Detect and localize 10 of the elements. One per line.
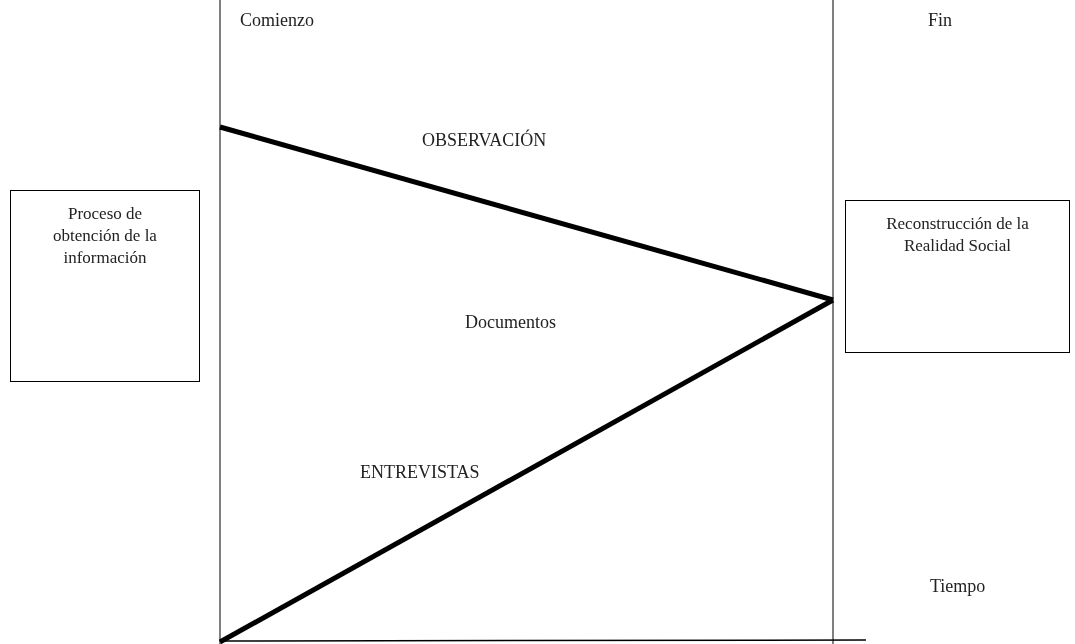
column-heading: Comienzo xyxy=(240,10,314,31)
category-label: OBSERVACIÓN xyxy=(422,130,547,151)
category-label: ENTREVISTAS xyxy=(360,462,480,483)
column-heading: Fin xyxy=(928,10,952,31)
axis-label: Tiempo xyxy=(930,576,986,597)
text-box xyxy=(845,200,1070,353)
box-text: Reconstrucción de la Realidad Social xyxy=(885,213,1030,257)
box-text: Proceso de obtención de la información xyxy=(52,203,158,269)
category-label: Documentos xyxy=(465,312,556,333)
text-box xyxy=(10,190,200,382)
